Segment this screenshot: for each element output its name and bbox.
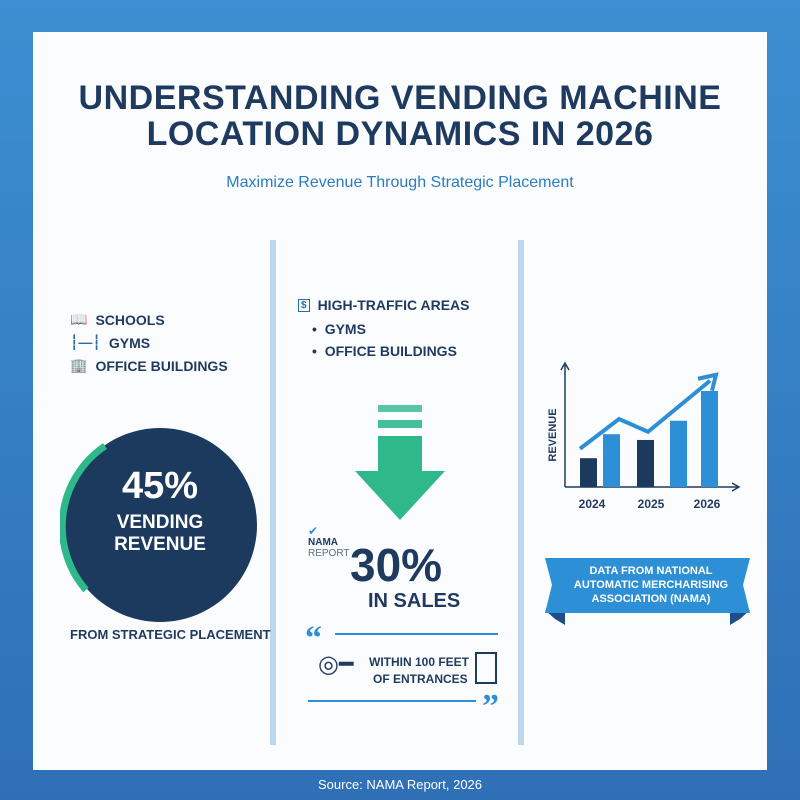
donut-label: 45% VENDING REVENUE	[60, 465, 260, 556]
list-item: • OFFICE BUILDINGS	[312, 343, 457, 359]
bar-2025	[637, 439, 654, 487]
item-label: OFFICE BUILDINGS	[95, 357, 228, 374]
y-axis-label: REVENUE	[547, 408, 559, 461]
revenue-chart: REVENUE 2024 2025 2026	[547, 361, 741, 511]
donut-line1: VENDING	[116, 512, 204, 533]
infographic-card	[33, 32, 767, 770]
donut-chart	[60, 428, 257, 622]
location-list: 📖 SCHOOLS ┆—┆ GYMS 🏢 OFFICE BUILDINGS	[70, 311, 228, 374]
title-line-1: UNDERSTANDING VENDING MACHINE	[78, 79, 722, 117]
quote-rule	[308, 700, 476, 702]
stat-value: 30%	[350, 539, 443, 591]
bullet-label: OFFICE BUILDINGS	[324, 343, 457, 359]
stat-label: IN SALES	[368, 590, 461, 612]
badge-line2: REPORT	[308, 548, 350, 559]
book-icon: 📖	[70, 311, 88, 327]
divider	[518, 240, 524, 745]
quote-rule	[335, 633, 498, 635]
open-quote-icon: “	[305, 620, 322, 657]
vending-dollar-icon: $	[298, 298, 310, 312]
quote-line1: WITHIN 100 FEET	[369, 655, 470, 669]
close-quote-icon: ”	[482, 688, 499, 725]
bar-2024	[580, 458, 597, 487]
check-circle-icon: ✔	[308, 524, 319, 538]
banner-text: DATA FROM NATIONAL AUTOMATIC MERCHARISIN…	[552, 564, 750, 606]
quote-text: WITHIN 100 FEET OF ENTRANCES	[369, 654, 469, 688]
x-tick-label: 2024	[579, 497, 606, 511]
title-line-2: LOCATION DYNAMICS IN 2026	[146, 115, 654, 153]
list-item: 📖 SCHOOLS	[70, 311, 228, 328]
donut-arc	[60, 443, 107, 593]
bullet-label: GYMS	[324, 321, 366, 337]
high-traffic-heading: $ HIGH-TRAFFIC AREAS	[298, 297, 469, 313]
bar-2025	[670, 420, 687, 487]
list-item: • GYMS	[312, 321, 366, 337]
bullet-list: • GYMS • OFFICE BUILDINGS	[312, 321, 457, 359]
banner-line2: AUTOMATIC MERCHARISING	[573, 579, 729, 591]
list-item: ┆—┆ GYMS	[70, 334, 228, 351]
donut-fill	[63, 428, 257, 622]
donut-line2: REVENUE	[114, 534, 206, 555]
bar-2026	[701, 391, 718, 487]
tape-measure-icon: ◎━	[318, 651, 354, 678]
dumbbell-icon: ┆—┆	[70, 334, 101, 350]
source-banner	[545, 558, 750, 625]
nama-badge: ✔ NAMA REPORT	[308, 524, 350, 559]
heading-label: HIGH-TRAFFIC AREAS	[317, 297, 470, 313]
x-tick-label: 2025	[638, 497, 665, 511]
item-label: SCHOOLS	[95, 311, 165, 328]
door-icon	[475, 652, 497, 684]
x-tick-label: 2026	[694, 497, 721, 511]
banner-line3: ASSOCIATION (NAMA)	[591, 593, 711, 605]
donut-value: 45%	[121, 465, 199, 507]
trend-line	[578, 379, 712, 451]
badge-line1: NAMA	[308, 537, 338, 548]
banner-line1: DATA FROM NATIONAL	[589, 565, 713, 577]
list-item: 🏢 OFFICE BUILDINGS	[70, 357, 228, 374]
divider	[270, 240, 276, 745]
item-label: GYMS	[108, 334, 151, 351]
subtitle: Maximize Revenue Through Strategic Place…	[226, 174, 574, 191]
trend-arrowhead	[697, 372, 719, 392]
bar-2024	[603, 434, 620, 487]
donut-caption: FROM STRATEGIC PLACEMENT	[70, 627, 271, 642]
down-arrow-icon	[355, 405, 445, 520]
building-icon: 🏢	[70, 357, 88, 373]
quote-line2: OF ENTRANCES	[373, 672, 468, 686]
footer-source: Source: NAMA Report, 2026	[317, 777, 483, 792]
